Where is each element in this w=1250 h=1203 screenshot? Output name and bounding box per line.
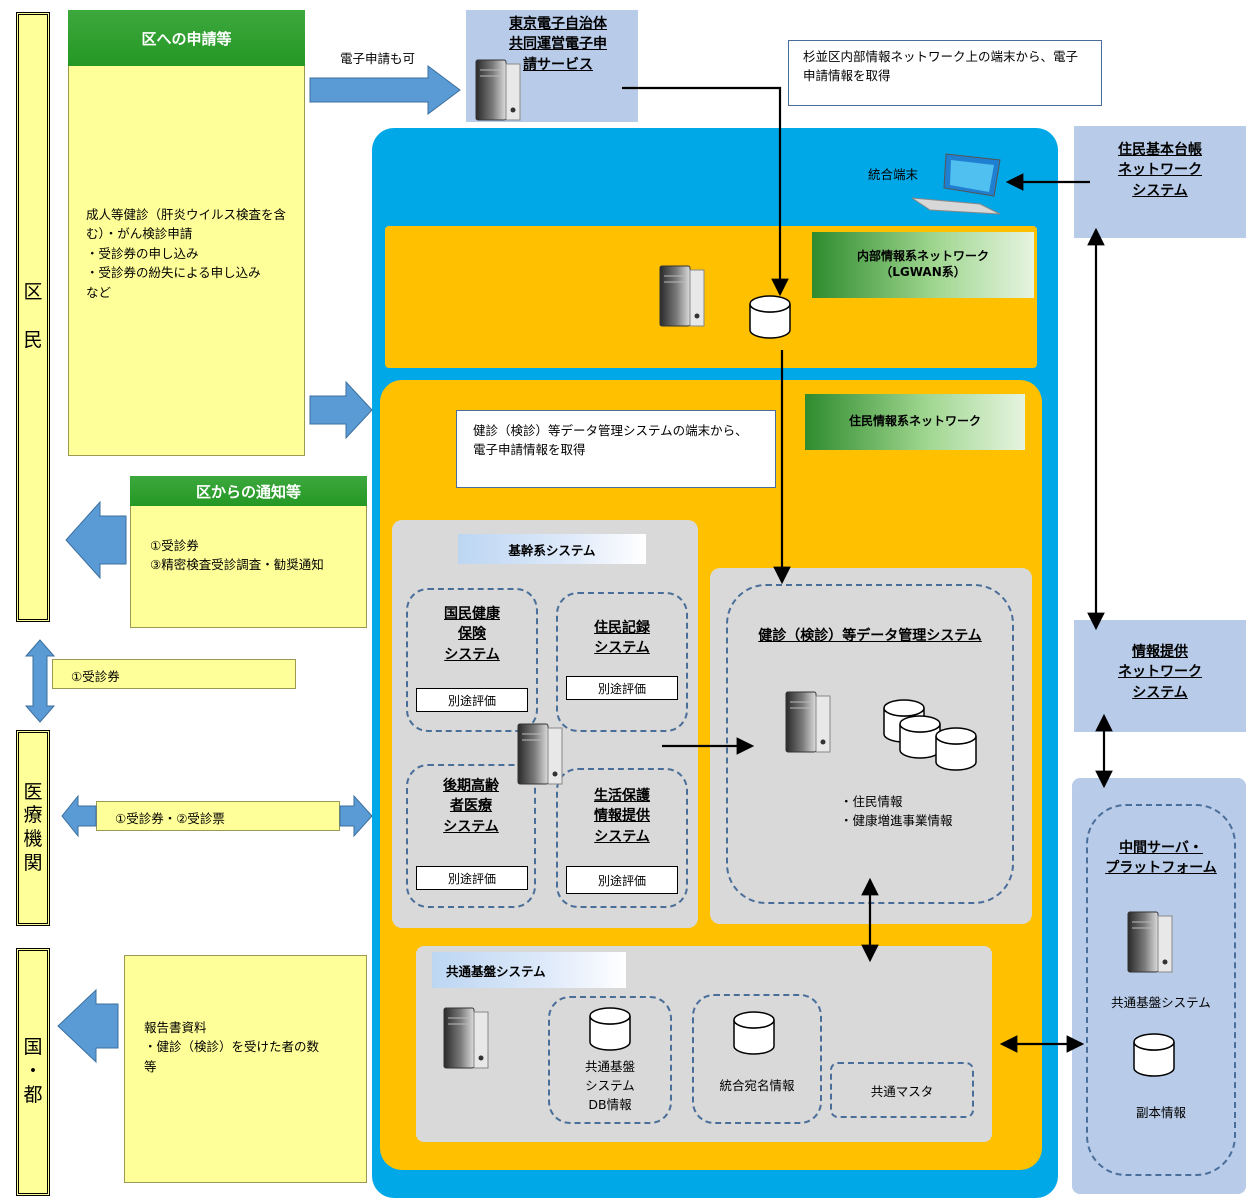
lgwan-db-icon: [749, 295, 791, 339]
kokuho-eval: 別途評価: [416, 688, 528, 712]
info-provision-network-box: [1074, 620, 1246, 732]
common-db-box: [548, 996, 672, 1124]
resident-info-network-label: 住民情報系ネットワーク: [805, 394, 1025, 450]
middle-server-panel: [1072, 778, 1246, 1194]
address-db-icon: [733, 1011, 775, 1055]
integrated-terminal-icon: [911, 153, 1001, 215]
application-panel-header: 区への申請等: [68, 10, 305, 66]
jumin-eval: 別途評価: [566, 676, 678, 700]
common-master-label: 共通マスタ: [870, 1083, 934, 1099]
ticket-label: ①受診券: [52, 659, 296, 689]
tokyo-server-icon: [475, 59, 521, 121]
resident-registry-network-box: [1074, 126, 1246, 238]
address-info-label: 統合宛名情報: [719, 1078, 795, 1093]
notice-to-resident-arrow: [65, 500, 127, 580]
notice-panel-body: ①受診券 ③精密検査受診調査・勧奨通知: [150, 538, 324, 573]
notice-panel-header: 区からの通知等: [130, 476, 367, 506]
kouki-eval: 別途評価: [416, 866, 528, 890]
resident-registry-network-label: 住民基本台帳 ネットワーク システム: [1118, 142, 1202, 199]
address-info-box: [692, 994, 822, 1124]
middle-server-dashed: [1086, 804, 1236, 1176]
lgwan-server-icon: [659, 265, 705, 327]
copy-db-icon: [1133, 1033, 1175, 1077]
tokyo-e-application-service-label: 東京電子自治体 共同運営電子申 請サービス: [509, 16, 607, 73]
resident-medical-double-arrow: [24, 639, 56, 723]
management-db-icon-2: [899, 715, 941, 759]
government-actor: 国 ・ 都: [16, 948, 50, 1196]
report-panel: [124, 955, 367, 1183]
kouki-system-label: 後期高齢 者医療 システム: [443, 778, 499, 835]
middle-common-label: 共通基盤システム: [1111, 995, 1211, 1010]
electronic-application-note: 電子申請も可: [340, 51, 416, 66]
kokuho-system-label: 国民健康 保険 システム: [444, 606, 500, 663]
integrated-terminal-label: 統合端末: [868, 167, 919, 182]
apply-to-district-arrow: [309, 380, 373, 440]
data-management-info: ・住民情報 ・健康増進事業情報: [840, 794, 953, 829]
common-server-icon: [443, 1007, 489, 1069]
internal-network-note: 杉並区内部情報ネットワーク上の端末から、電子申請情報を取得: [788, 40, 1102, 106]
report-panel-body: 報告書資料 ・健診（検診）を受けた者の数 等: [144, 1020, 320, 1074]
application-panel: [68, 10, 305, 456]
lgwan-line2: （LGWAN系）: [880, 265, 966, 279]
middle-server-title: 中間サーバ・ プラットフォーム: [1105, 840, 1217, 877]
medical-institution-actor: 医 療 機 関: [16, 730, 50, 926]
lgwan-network-label: 内部情報系ネットワーク （LGWAN系）: [812, 232, 1034, 298]
residents-actor: 区 民: [16, 12, 50, 622]
common-platform-label: 共通基盤システム: [432, 952, 626, 988]
medical-ticket-label: ①受診券・②受診票: [96, 801, 340, 831]
core-server-icon: [517, 723, 563, 785]
lgwan-line1: 内部情報系ネットワーク: [856, 249, 989, 264]
seikatsu-eval: 別途評価: [566, 866, 678, 894]
common-master-box: 共通マスタ: [830, 1062, 974, 1118]
common-db-label: 共通基盤 システム DB情報: [584, 1059, 635, 1112]
middle-server-icon: [1127, 911, 1173, 973]
medical-left-arrow: [61, 794, 97, 838]
middle-copy-label: 副本情報: [1135, 1105, 1186, 1120]
apply-to-service-arrow: [309, 65, 461, 115]
common-db-icon: [589, 1007, 631, 1051]
jumin-system-label: 住民記録 システム: [594, 620, 650, 657]
management-server-icon: [785, 691, 831, 753]
jumin-system-box: [556, 592, 688, 732]
kokuho-system-box: [406, 588, 538, 732]
kouki-system-box: [406, 764, 536, 908]
seikatsu-system-label: 生活保護 情報提供 システム: [594, 788, 650, 845]
info-provision-network-label: 情報提供 ネットワーク システム: [1118, 644, 1202, 701]
data-management-title: 健診（検診）等データ管理システム: [758, 628, 982, 644]
core-system-label: 基幹系システム: [458, 534, 646, 564]
data-management-note: 健診（検診）等データ管理システムの端末から、電子申請情報を取得: [456, 410, 776, 488]
report-to-government-arrow: [57, 988, 119, 1064]
management-db-icon-3: [935, 727, 977, 771]
application-panel-body: 成人等健診（肝炎ウイルス検査を含む）・がん検診申請 ・受診券の申し込み ・受診券…: [86, 207, 287, 300]
medical-right-arrow: [339, 794, 373, 838]
service-to-lgwan-line: [622, 86, 789, 297]
seikatsu-system-box: [556, 768, 688, 908]
